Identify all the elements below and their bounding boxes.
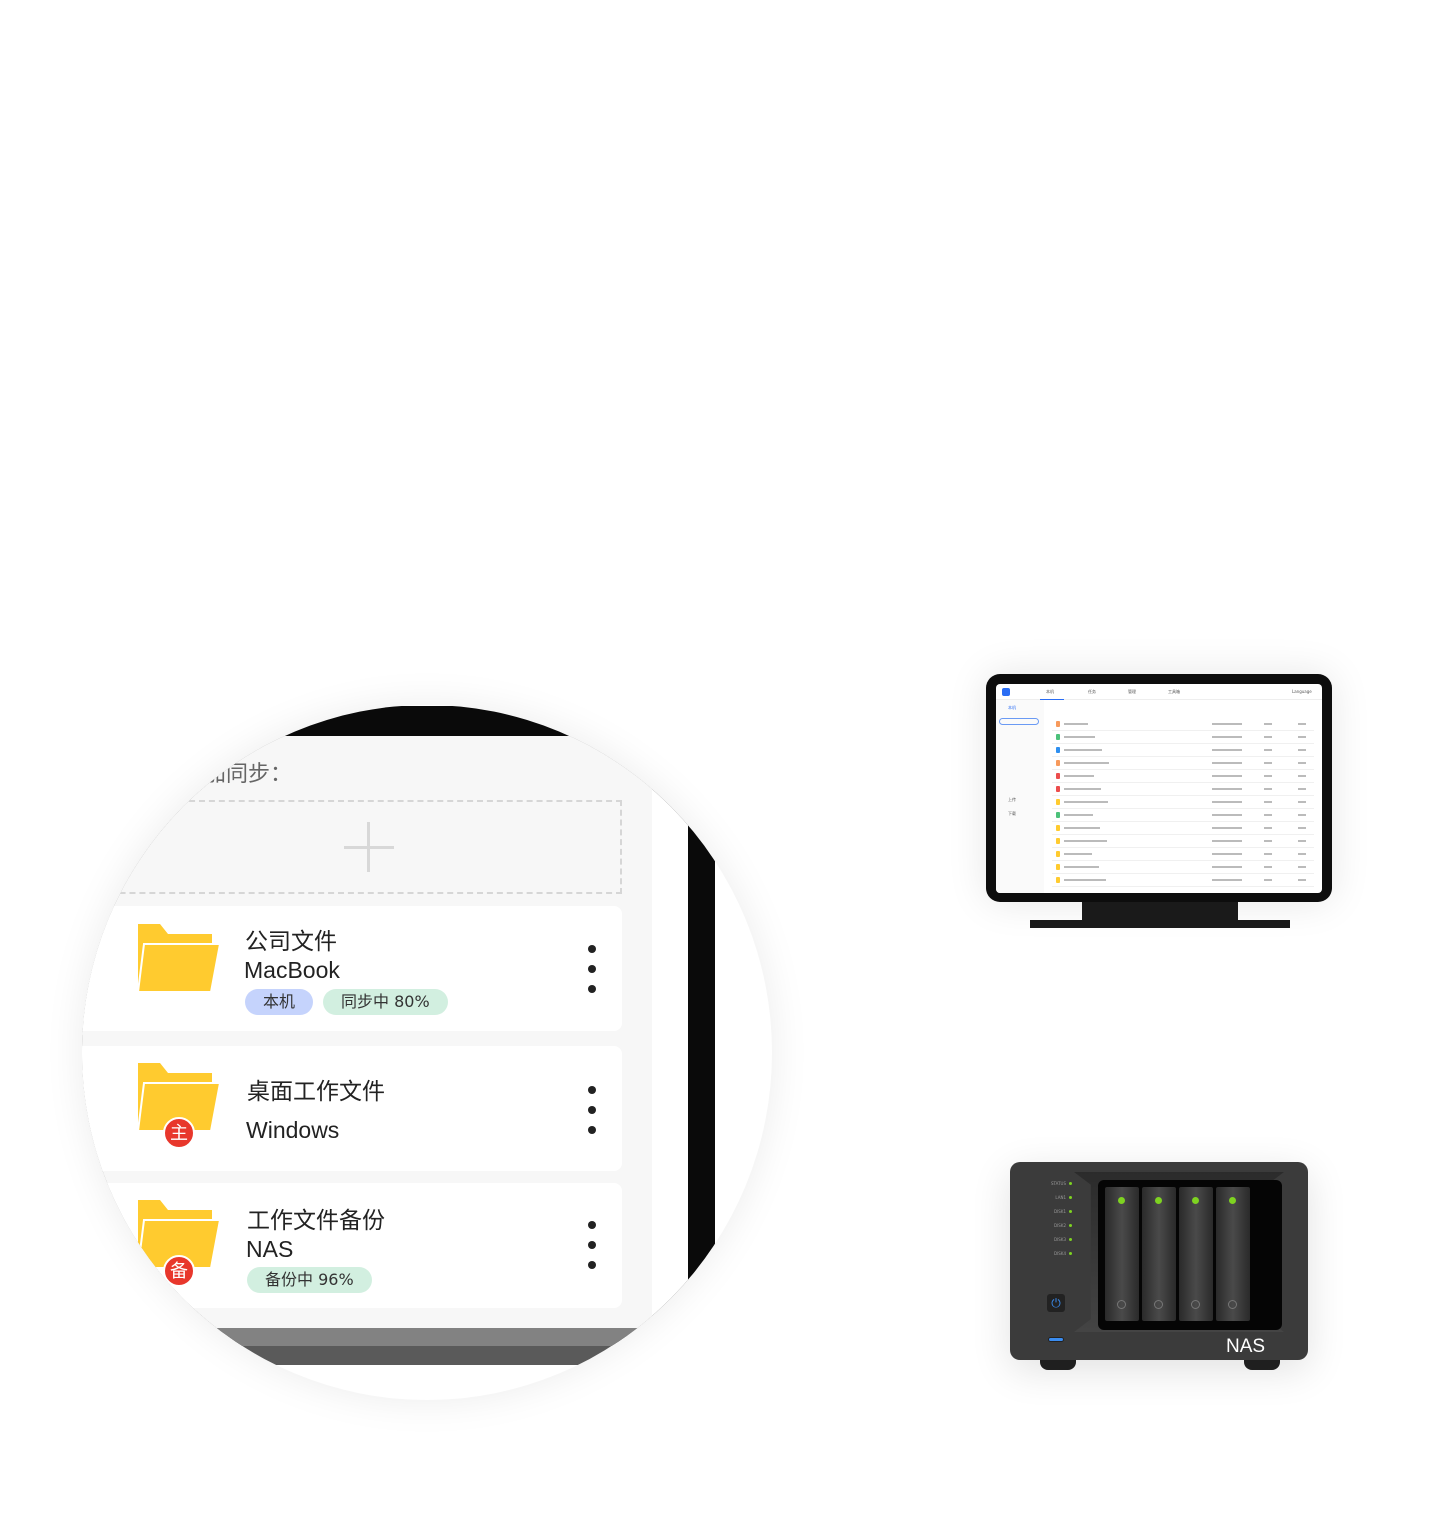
drive-bay <box>1142 1187 1176 1321</box>
led-label: STATUS <box>1030 1181 1072 1186</box>
language-select[interactable]: Language <box>1292 689 1312 694</box>
app-logo <box>1002 688 1010 696</box>
primary-badge: 主 <box>163 1117 195 1149</box>
sync-status-tag: 同步中 80% <box>323 989 448 1015</box>
file-row[interactable] <box>1052 809 1314 822</box>
folder-icon <box>136 1063 220 1131</box>
file-icon <box>1056 825 1060 831</box>
file-row[interactable] <box>1052 835 1314 848</box>
file-row[interactable] <box>1052 822 1314 835</box>
laptop-illustration: 添加同步： 公司文件 MacBook 本机 同步中 80% 主 桌面工作文件 W… <box>82 705 772 1400</box>
nas-label: NAS <box>1226 1336 1266 1357</box>
add-sync-button[interactable] <box>82 800 622 894</box>
led-label: DISK3 <box>1030 1237 1072 1242</box>
drive-bay <box>1216 1187 1250 1321</box>
file-row[interactable] <box>1052 874 1314 887</box>
sidebar-local[interactable]: 本机 <box>1008 705 1016 710</box>
file-row[interactable] <box>1052 861 1314 874</box>
item-device: Windows <box>246 1117 340 1143</box>
tab-local[interactable]: 本机 <box>1046 689 1054 694</box>
file-row[interactable] <box>1052 757 1314 770</box>
backup-status-tag: 备份中 96% <box>247 1267 372 1293</box>
file-row[interactable] <box>1052 744 1314 757</box>
tab-manage[interactable]: 管理 <box>1128 689 1136 694</box>
backup-badge: 备 <box>163 1255 195 1287</box>
more-icon[interactable] <box>588 1086 596 1146</box>
monitor-screen: 本机 任务 管理 工具箱 Language 本机 上传 下载 <box>996 684 1322 893</box>
file-icon <box>1056 760 1060 766</box>
file-icon <box>1056 747 1060 753</box>
sidebar-search[interactable] <box>999 718 1039 725</box>
file-icon <box>1056 838 1060 844</box>
laptop-base <box>82 1328 772 1365</box>
file-icon <box>1056 786 1060 792</box>
folder-icon <box>136 924 220 992</box>
more-icon[interactable] <box>588 945 596 1005</box>
tab-tools[interactable]: 工具箱 <box>1168 689 1180 694</box>
file-row[interactable] <box>1052 770 1314 783</box>
item-device: NAS <box>246 1236 294 1262</box>
local-tag: 本机 <box>245 989 314 1015</box>
file-row[interactable] <box>1052 783 1314 796</box>
led-label: DISK4 <box>1030 1251 1072 1256</box>
item-name: 公司文件 <box>245 929 337 955</box>
item-name: 工作文件备份 <box>247 1208 385 1234</box>
file-icon <box>1056 812 1060 818</box>
file-row[interactable] <box>1052 731 1314 744</box>
file-icon <box>1056 773 1060 779</box>
item-name: 桌面工作文件 <box>247 1079 385 1105</box>
tab-tasks[interactable]: 任务 <box>1088 689 1096 694</box>
led-label: DISK2 <box>1030 1223 1072 1228</box>
usb-port <box>1048 1337 1064 1342</box>
file-icon <box>1056 877 1060 883</box>
sidebar-upload[interactable]: 上传 <box>1008 797 1016 802</box>
plus-icon <box>367 822 370 872</box>
more-icon[interactable] <box>588 1221 596 1281</box>
file-icon <box>1056 864 1060 870</box>
file-row[interactable] <box>1052 848 1314 861</box>
file-row[interactable] <box>1052 796 1314 809</box>
drive-bay <box>1105 1187 1139 1321</box>
file-row[interactable] <box>1052 718 1314 731</box>
power-icon[interactable]: ⏻ <box>1047 1294 1065 1312</box>
file-icon <box>1056 851 1060 857</box>
drive-bay <box>1179 1187 1213 1321</box>
monitor-base <box>1030 920 1290 928</box>
item-device: MacBook <box>244 957 340 983</box>
led-label: LAN1 <box>1030 1195 1072 1200</box>
led-label: DISK1 <box>1030 1209 1072 1214</box>
file-icon <box>1056 734 1060 740</box>
sync-title: 添加同步： <box>182 762 293 787</box>
file-icon <box>1056 721 1060 727</box>
file-icon <box>1056 799 1060 805</box>
folder-icon <box>136 1200 220 1268</box>
sidebar-download[interactable]: 下载 <box>1008 811 1016 816</box>
monitor-stand <box>1082 902 1238 920</box>
